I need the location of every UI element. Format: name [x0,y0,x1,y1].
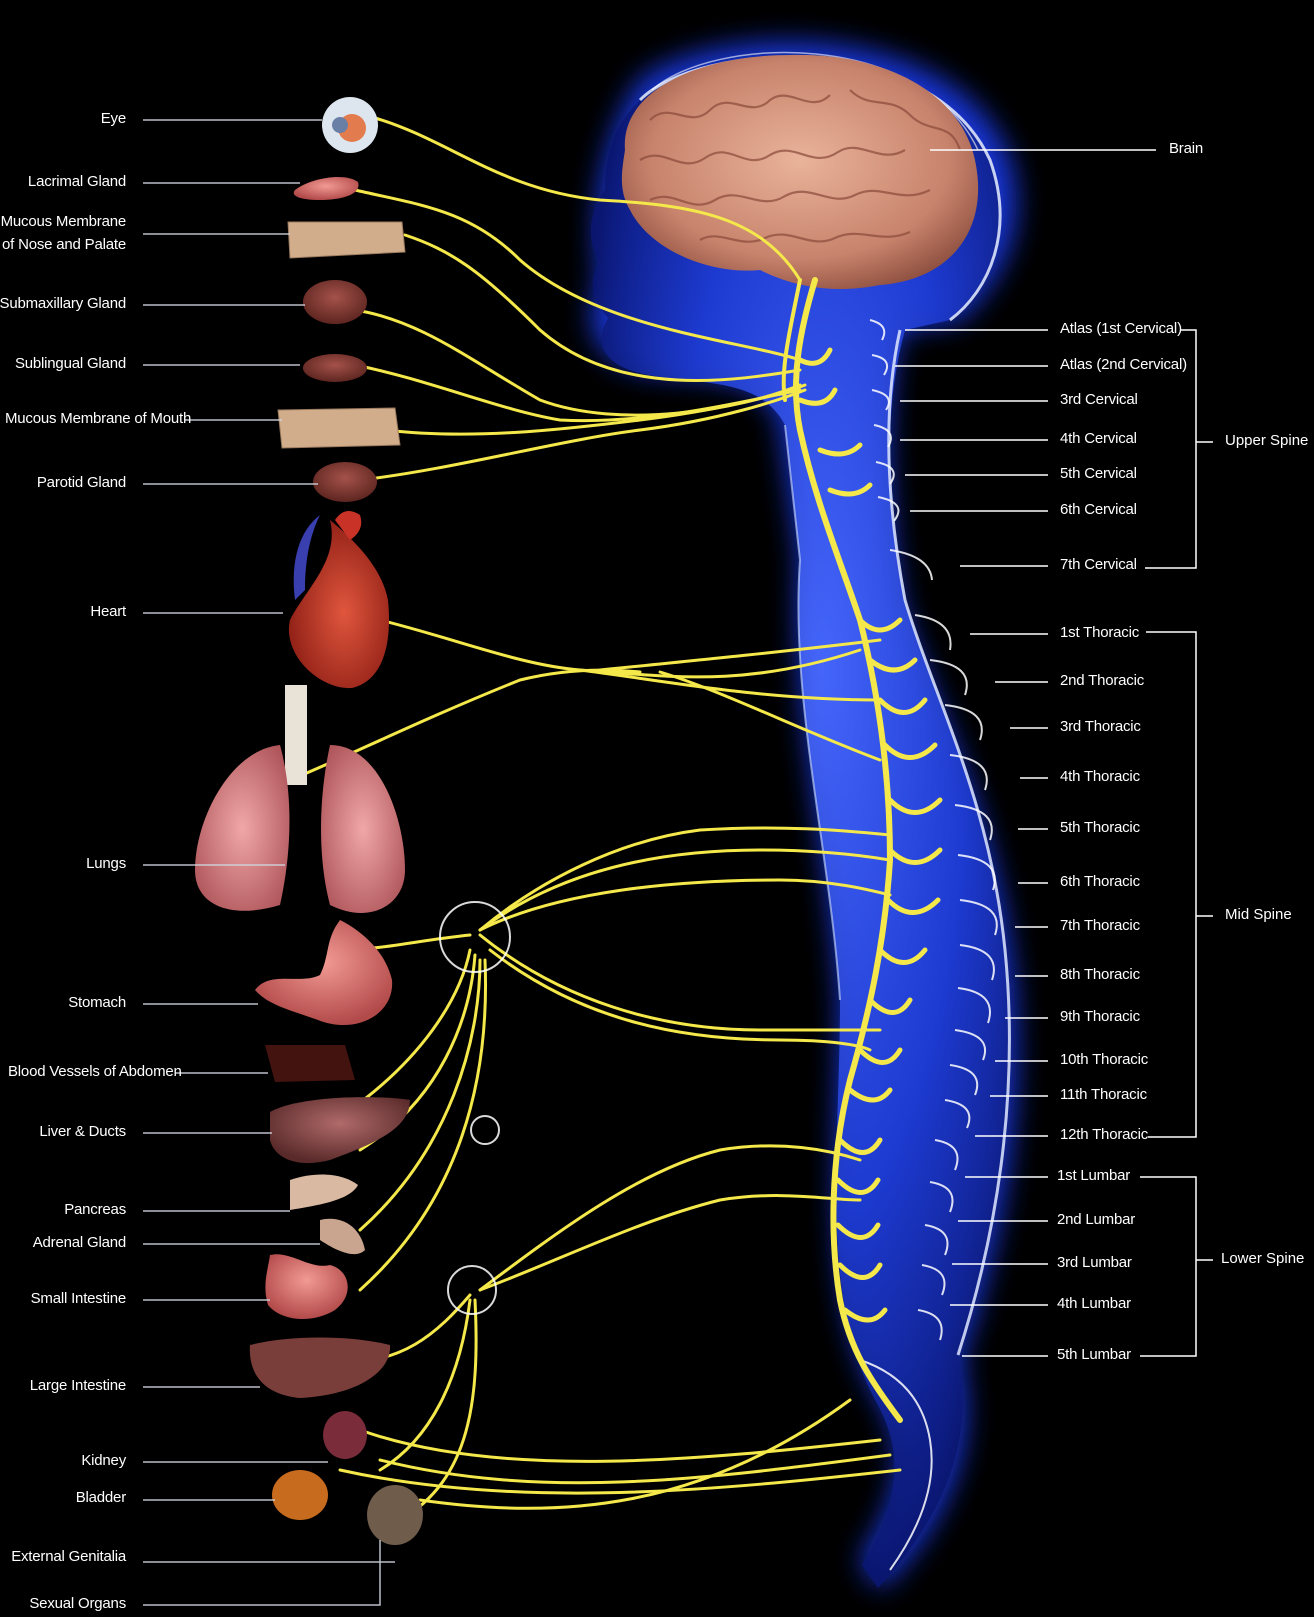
label-lacrimal-gland: Lacrimal Gland [28,173,126,191]
liver-illustration [270,1097,410,1163]
label-c1: Atlas (1st Cervical) [1060,320,1182,338]
heart-illustration [289,511,389,688]
lower-spine-bracket [1140,1177,1213,1356]
label-t9: 9th Thoracic [1060,1008,1140,1026]
label-t1: 1st Thoracic [1060,624,1139,642]
mucous-mouth-illustration [278,408,400,448]
label-mucous-nose-line1: Mucous Membrane [1,213,126,231]
lacrimal-gland-illustration [294,177,359,200]
label-lower-spine: Lower Spine [1221,1250,1304,1267]
label-mucous-nose-line2: of Nose and Palate [2,236,126,254]
large-intestine-illustration [250,1338,390,1399]
label-adrenal-gland: Adrenal Gland [33,1234,126,1252]
label-sublingual-gland: Sublingual Gland [15,355,126,373]
external-genitalia-illustration [367,1485,423,1545]
bladder-illustration [272,1470,328,1520]
label-c4: 4th Cervical [1060,430,1137,448]
label-t7: 7th Thoracic [1060,917,1140,935]
mid-spine-bracket [1146,632,1213,1137]
label-lungs: Lungs [86,855,126,873]
label-t4: 4th Thoracic [1060,768,1140,786]
label-sexual-organs: Sexual Organs [29,1595,126,1613]
label-stomach: Stomach [68,994,126,1012]
label-parotid-gland: Parotid Gland [37,474,126,492]
label-mid-spine: Mid Spine [1225,906,1292,923]
pancreas-illustration [290,1175,358,1210]
label-submaxillary-gland: Submaxillary Gland [0,295,126,313]
label-t5: 5th Thoracic [1060,819,1140,837]
label-blood-vessels: Blood Vessels of Abdomen [8,1063,182,1081]
label-l5: 5th Lumbar [1057,1346,1131,1364]
eye-illustration [322,97,378,153]
label-eye: Eye [101,110,126,128]
label-small-intestine: Small Intestine [31,1290,126,1308]
parotid-gland-illustration [313,462,377,502]
label-kidney: Kidney [81,1452,126,1470]
kidney-illustration [323,1411,367,1459]
label-l1: 1st Lumbar [1057,1167,1130,1185]
label-l4: 4th Lumbar [1057,1295,1131,1313]
organ-illustrations [195,97,423,1545]
label-pancreas: Pancreas [64,1201,126,1219]
small-intestine-illustration [265,1254,347,1319]
adrenal-gland-illustration [320,1219,365,1254]
label-t12: 12th Thoracic [1060,1126,1148,1144]
label-c6: 6th Cervical [1060,501,1137,519]
label-t11: 11th Thoracic [1060,1086,1147,1104]
submaxillary-gland-illustration [303,280,367,324]
label-l2: 2nd Lumbar [1057,1211,1135,1229]
spine-group-brackets [1140,330,1213,1356]
lungs-illustration [195,685,405,913]
label-l3: 3rd Lumbar [1057,1254,1132,1272]
blood-vessels-illustration [265,1045,355,1082]
label-t8: 8th Thoracic [1060,966,1140,984]
label-t10: 10th Thoracic [1060,1051,1148,1069]
label-large-intestine: Large Intestine [30,1377,126,1395]
label-c7: 7th Cervical [1060,556,1137,574]
label-c2: Atlas (2nd Cervical) [1060,356,1187,374]
label-liver-ducts: Liver & Ducts [39,1123,126,1141]
label-brain: Brain [1169,140,1203,158]
label-external-genitalia: External Genitalia [11,1548,126,1566]
label-upper-spine: Upper Spine [1225,432,1308,449]
label-t2: 2nd Thoracic [1060,672,1144,690]
sublingual-gland-illustration [303,354,367,382]
stomach-illustration [255,920,392,1025]
label-mucous-mouth: Mucous Membrane of Mouth [5,410,191,428]
label-c3: 3rd Cervical [1060,391,1138,409]
label-t6: 6th Thoracic [1060,873,1140,891]
mucous-nose-illustration [288,222,405,258]
label-t3: 3rd Thoracic [1060,718,1141,736]
label-c5: 5th Cervical [1060,465,1137,483]
label-heart: Heart [90,603,126,621]
label-bladder: Bladder [76,1489,126,1507]
